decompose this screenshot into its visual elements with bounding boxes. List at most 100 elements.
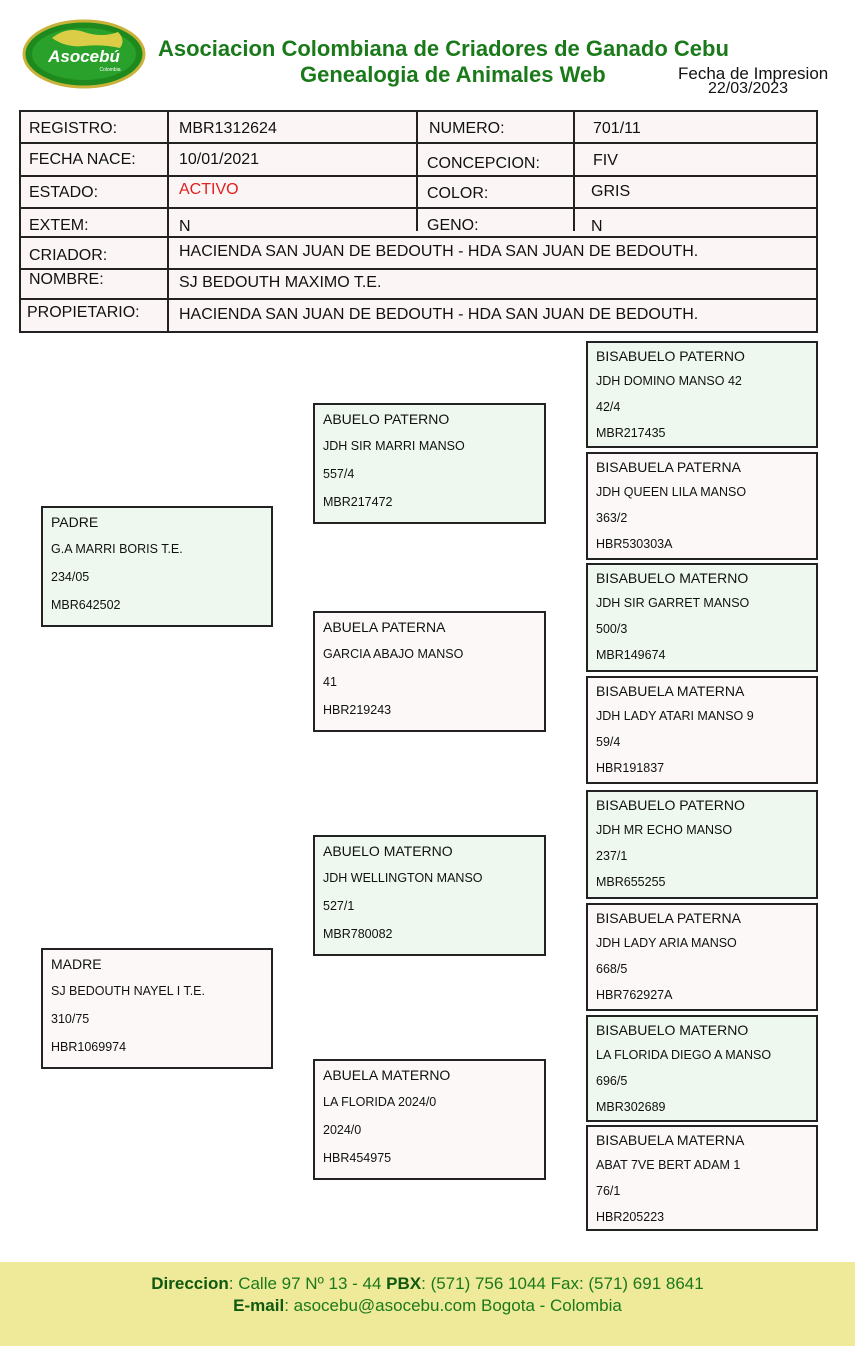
madre-name: SJ BEDOUTH NAYEL I T.E. (51, 984, 205, 998)
abuela-paterna-role: ABUELA PATERNA (323, 619, 446, 635)
abuelo-paterno-number: 557/4 (323, 467, 355, 481)
footer: Direccion: Calle 97 Nº 13 - 44 PBX: (571… (0, 1262, 855, 1346)
propietario-value: HACIENDA SAN JUAN DE BEDOUTH - HDA SAN J… (179, 306, 699, 323)
abuelo-materno-role: ABUELO MATERNO (323, 843, 453, 859)
abuela-materna-number: 2024/0 (323, 1123, 362, 1137)
propietario-label: PROPIETARIO: (27, 304, 140, 321)
bisabuela-2-number: 363/2 (596, 511, 628, 525)
abuela-paterna-name: GARCIA ABAJO MANSO (323, 647, 464, 661)
bisabuela-6-registration: HBR762927A (596, 988, 673, 1002)
bisabuela-4-registration: HBR191837 (596, 761, 665, 775)
bisabuela-8-number: 76/1 (596, 1184, 621, 1198)
nombre-value: SJ BEDOUTH MAXIMO T.E. (179, 274, 382, 291)
numero-value: 701/11 (593, 120, 641, 137)
footer-address: Direccion: Calle 97 Nº 13 - 44 PBX: (571… (0, 1274, 855, 1294)
concepcion-value: FIV (593, 152, 618, 169)
bisabuela-card-6: BISABUELA PATERNA JDH LADY ARIA MANSO 66… (586, 903, 818, 1011)
bisabuela-card-4: BISABUELA MATERNA JDH LADY ATARI MANSO 9… (586, 676, 818, 784)
abuelo-paterno-name: JDH SIR MARRI MANSO (323, 439, 465, 453)
page-subtitle: Genealogia de Animales Web (300, 62, 606, 87)
fecha-nace-value: 10/01/2021 (179, 151, 260, 168)
pbx-value: : (571) 756 1044 Fax: (571) 691 8641 (421, 1274, 704, 1293)
asocebu-logo: Asocebú Colombia (22, 19, 146, 89)
pbx-label: PBX (386, 1274, 422, 1293)
abuela-paterna-number: 41 (323, 675, 337, 689)
bisabuelo-card-5: BISABUELO PATERNO JDH MR ECHO MANSO 237/… (586, 790, 818, 899)
abuelo-materno-name: JDH WELLINGTON MANSO (323, 871, 483, 885)
bisabuelo-card-3: BISABUELO MATERNO JDH SIR GARRET MANSO 5… (586, 563, 818, 672)
bisabuelo-1-number: 42/4 (596, 400, 621, 414)
bisabuelo-7-registration: MBR302689 (596, 1100, 666, 1114)
abuelo-paterno-registration: MBR217472 (323, 495, 393, 509)
bisabuelo-1-name: JDH DOMINO MANSO 42 (596, 374, 742, 388)
bisabuelo-5-number: 237/1 (596, 849, 628, 863)
registro-value: MBR1312624 (179, 120, 277, 137)
concepcion-label: CONCEPCION: (427, 155, 540, 172)
bisabuelo-card-1: BISABUELO PATERNO JDH DOMINO MANSO 42 42… (586, 341, 818, 448)
extem-value: N (179, 218, 191, 235)
bisabuela-card-2: BISABUELA PATERNA JDH QUEEN LILA MANSO 3… (586, 452, 818, 560)
bisabuela-card-8: BISABUELA MATERNA ABAT 7VE BERT ADAM 1 7… (586, 1125, 818, 1231)
padre-number: 234/05 (51, 570, 90, 584)
bisabuela-6-number: 668/5 (596, 962, 628, 976)
bisabuela-4-role: BISABUELA MATERNA (596, 683, 745, 699)
bisabuela-8-role: BISABUELA MATERNA (596, 1132, 745, 1148)
bisabuela-6-name: JDH LADY ARIA MANSO (596, 936, 737, 950)
madre-card: MADRE SJ BEDOUTH NAYEL I T.E. 310/75 HBR… (41, 948, 273, 1069)
bisabuela-8-registration: HBR205223 (596, 1210, 665, 1224)
abuela-materna-role: ABUELA MATERNO (323, 1067, 451, 1083)
padre-registration: MBR642502 (51, 598, 121, 612)
bisabuelo-1-role: BISABUELO PATERNO (596, 348, 745, 364)
animal-info-table: REGISTRO: MBR1312624 NUMERO: 701/11 FECH… (19, 110, 818, 333)
abuela-materna-name: LA FLORIDA 2024/0 (323, 1095, 437, 1109)
abuelo-paterno-card: ABUELO PATERNO JDH SIR MARRI MANSO 557/4… (313, 403, 546, 524)
bisabuelo-7-number: 696/5 (596, 1074, 628, 1088)
footer-email: E-mail: asocebu@asocebu.com Bogota - Col… (0, 1296, 855, 1316)
color-value: GRIS (591, 183, 631, 200)
bisabuela-2-registration: HBR530303A (596, 537, 673, 551)
extem-label: EXTEM: (29, 217, 89, 234)
numero-label: NUMERO: (429, 120, 505, 137)
bisabuelo-5-name: JDH MR ECHO MANSO (596, 823, 733, 837)
email-value[interactable]: : asocebu@asocebu.com Bogota - Colombia (284, 1296, 622, 1315)
address-label: Direccion (151, 1274, 229, 1293)
geno-label: GENO: (427, 217, 479, 234)
abuelo-materno-card: ABUELO MATERNO JDH WELLINGTON MANSO 527/… (313, 835, 546, 956)
criador-label: CRIADOR: (29, 247, 108, 264)
abuela-materna-card: ABUELA MATERNO LA FLORIDA 2024/0 2024/0 … (313, 1059, 546, 1180)
padre-card: PADRE G.A MARRI BORIS T.E. 234/05 MBR642… (41, 506, 273, 627)
print-date-label: Fecha de Impresion (678, 64, 829, 83)
criador-value: HACIENDA SAN JUAN DE BEDOUTH - HDA SAN J… (179, 243, 699, 260)
nombre-label: NOMBRE: (29, 271, 104, 288)
svg-text:Asocebú: Asocebú (47, 47, 120, 66)
abuela-paterna-registration: HBR219243 (323, 703, 392, 717)
abuelo-paterno-role: ABUELO PATERNO (323, 411, 450, 427)
bisabuelo-3-role: BISABUELO MATERNO (596, 570, 749, 586)
padre-name: G.A MARRI BORIS T.E. (51, 542, 183, 556)
bisabuela-4-name: JDH LADY ATARI MANSO 9 (596, 709, 754, 723)
bisabuela-8-name: ABAT 7VE BERT ADAM 1 (596, 1158, 741, 1172)
madre-number: 310/75 (51, 1012, 90, 1026)
estado-value: ACTIVO (179, 181, 239, 198)
print-date: 22/03/2023 (708, 80, 789, 97)
abuela-paterna-card: ABUELA PATERNA GARCIA ABAJO MANSO 41 HBR… (313, 611, 546, 732)
madre-role: MADRE (51, 956, 102, 972)
abuela-materna-registration: HBR454975 (323, 1151, 392, 1165)
bisabuelo-5-role: BISABUELO PATERNO (596, 797, 745, 813)
bisabuela-2-role: BISABUELA PATERNA (596, 459, 741, 475)
bisabuelo-3-name: JDH SIR GARRET MANSO (596, 596, 750, 610)
registro-label: REGISTRO: (29, 120, 118, 137)
bisabuela-6-role: BISABUELA PATERNA (596, 910, 741, 926)
estado-label: ESTADO: (29, 184, 99, 201)
bisabuelo-card-7: BISABUELO MATERNO LA FLORIDA DIEGO A MAN… (586, 1015, 818, 1122)
bisabuelo-3-registration: MBR149674 (596, 648, 666, 662)
bisabuelo-3-number: 500/3 (596, 622, 628, 636)
page-title: Asociacion Colombiana de Criadores de Ga… (158, 36, 729, 61)
bisabuelo-5-registration: MBR655255 (596, 875, 666, 889)
bisabuela-4-number: 59/4 (596, 735, 621, 749)
svg-text:Colombia: Colombia (99, 67, 120, 73)
bisabuelo-7-name: LA FLORIDA DIEGO A MANSO (596, 1048, 772, 1062)
abuelo-materno-number: 527/1 (323, 899, 355, 913)
email-label: E-mail (233, 1296, 285, 1315)
geno-value: N (591, 218, 603, 235)
